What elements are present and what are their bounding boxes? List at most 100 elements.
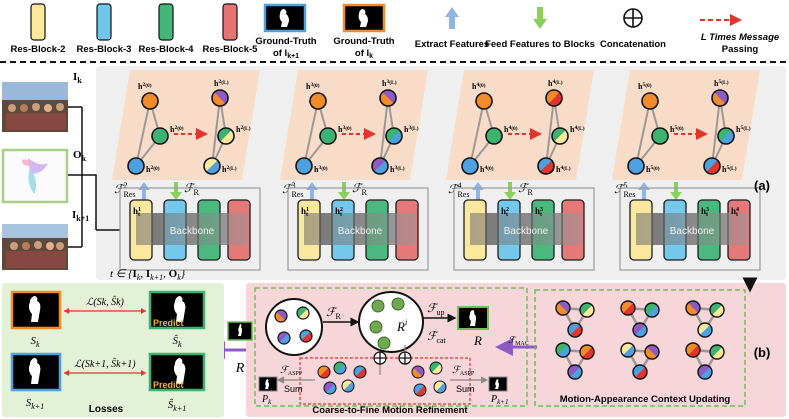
graph-node: [551, 127, 569, 145]
silhouette-icon: [173, 296, 186, 322]
f-cat-label: ℱcat: [427, 329, 447, 345]
mac-graph: [620, 342, 660, 380]
pk-label: Pk: [261, 394, 272, 406]
graph-node: [685, 300, 701, 316]
mac-title: Motion-Appearance Context Updating: [560, 394, 731, 405]
graph-node: [579, 302, 595, 318]
graph-edge: [379, 97, 389, 167]
mac-graph: [555, 342, 595, 380]
graph-node: [644, 344, 660, 360]
refine-title: Coarse-to-Fine Motion Refinement: [312, 405, 468, 416]
graph-node: [141, 92, 159, 110]
coarse-node-group: [265, 298, 323, 356]
gt-next-line1: Ground-Truth: [255, 36, 316, 47]
mac-graph: [555, 300, 595, 338]
sum-label-left: Sum: [284, 384, 303, 394]
feed-arrow: [170, 182, 182, 200]
node-label: h3(0): [314, 165, 328, 174]
node-label: h3(L): [404, 125, 419, 134]
graph-node: [475, 92, 493, 110]
feed-label: Feed Features to Blocks: [485, 39, 595, 50]
gt-curr-line1: Ground-Truth: [333, 36, 394, 47]
shat-k-label: Ŝk: [172, 335, 182, 349]
node-label: h4(L): [570, 125, 585, 134]
backbone-box: [453, 187, 595, 271]
node-label: h5(L): [736, 125, 751, 134]
graph-edge: [469, 100, 485, 167]
f-r-label: ℱR: [326, 305, 341, 321]
coarse-r-label: R: [473, 333, 482, 348]
legend-res3-swatch: [96, 3, 112, 41]
mac-graph: [685, 342, 725, 380]
node-label: h2(L): [222, 165, 237, 174]
t-set-formula: t ∈ {Ik, Ik+1, Ok}: [110, 268, 186, 282]
graph-node: [620, 342, 636, 358]
graph-node: [555, 342, 571, 358]
graph-node: [461, 157, 479, 175]
f-up-label: ℱup: [427, 301, 444, 317]
extract-arrow: [306, 182, 318, 200]
graph-node: [385, 127, 403, 145]
predict-label-2: Predict: [153, 380, 184, 390]
loss-1-formula: ℒ(Sk, Ŝk): [86, 296, 124, 308]
graph-edge: [711, 97, 721, 167]
node-label: h5(0): [646, 165, 660, 174]
mac-graph: [620, 300, 660, 338]
silhouette-icon: [28, 296, 41, 322]
gt-next-line2: of Ik+1: [273, 48, 299, 60]
graph-node: [641, 92, 659, 110]
graph-node: [632, 364, 648, 380]
aspp-label-left: ℱASPP: [280, 365, 303, 377]
backbone-label: Backbone: [504, 226, 549, 237]
loss-2-formula: ℒ(Sk+1, Ŝk+1): [74, 358, 136, 370]
predict-label-1: Predict: [153, 318, 184, 328]
graph-edge: [135, 100, 151, 167]
legend: Res-Block-2 Res-Block-3 Res-Block-4 Res-…: [11, 3, 780, 60]
graph-node: [545, 89, 563, 107]
feed-arrow: [670, 182, 682, 200]
extract-arrow-icon: [445, 7, 459, 29]
node-label: h4(L): [556, 165, 571, 174]
sum-label-right: Sum: [456, 384, 475, 394]
backbone-label: Backbone: [670, 226, 715, 237]
graph-node: [203, 157, 221, 175]
shat-k1-label: Ŝk+1: [168, 399, 186, 413]
final-r-label: R: [235, 361, 245, 376]
node-label: h4(0): [504, 125, 518, 134]
panel-a-label: (a): [754, 178, 770, 193]
ik1-label: Ik+1: [72, 209, 89, 223]
node-label: h5(L): [714, 79, 729, 88]
legend-res5-label: Res-Block-5: [203, 44, 259, 55]
graph-node: [319, 127, 337, 145]
graph-node: [555, 300, 571, 316]
graph-node: [644, 302, 660, 318]
gt-curr-thumb: [342, 3, 386, 33]
panel-a-bg: [96, 66, 786, 280]
graph-node: [711, 89, 729, 107]
extract-arrow: [472, 182, 484, 200]
graph-node: [627, 157, 645, 175]
ok-label: Ok: [73, 149, 87, 163]
node-label: h2(L): [236, 125, 251, 134]
graph-node: [651, 127, 669, 145]
sk-label: Sk: [30, 335, 40, 349]
mac-f-label: ℱMAC: [508, 335, 529, 347]
msg-line2: Passing: [722, 44, 759, 55]
extract-label: Extract Features: [415, 39, 489, 50]
graph-node: [697, 322, 713, 338]
graph-node: [709, 302, 725, 318]
extract-arrow: [638, 182, 650, 200]
node-label: h2(0): [146, 165, 160, 174]
feed-arrow: [338, 182, 350, 200]
node-label: h4(0): [480, 165, 494, 174]
graph-node: [217, 127, 235, 145]
graph-node: [485, 127, 503, 145]
node-label: h4(0): [472, 82, 486, 91]
input-connector: [68, 106, 97, 248]
graph-edge: [635, 100, 651, 167]
backbone-box: [119, 187, 261, 271]
